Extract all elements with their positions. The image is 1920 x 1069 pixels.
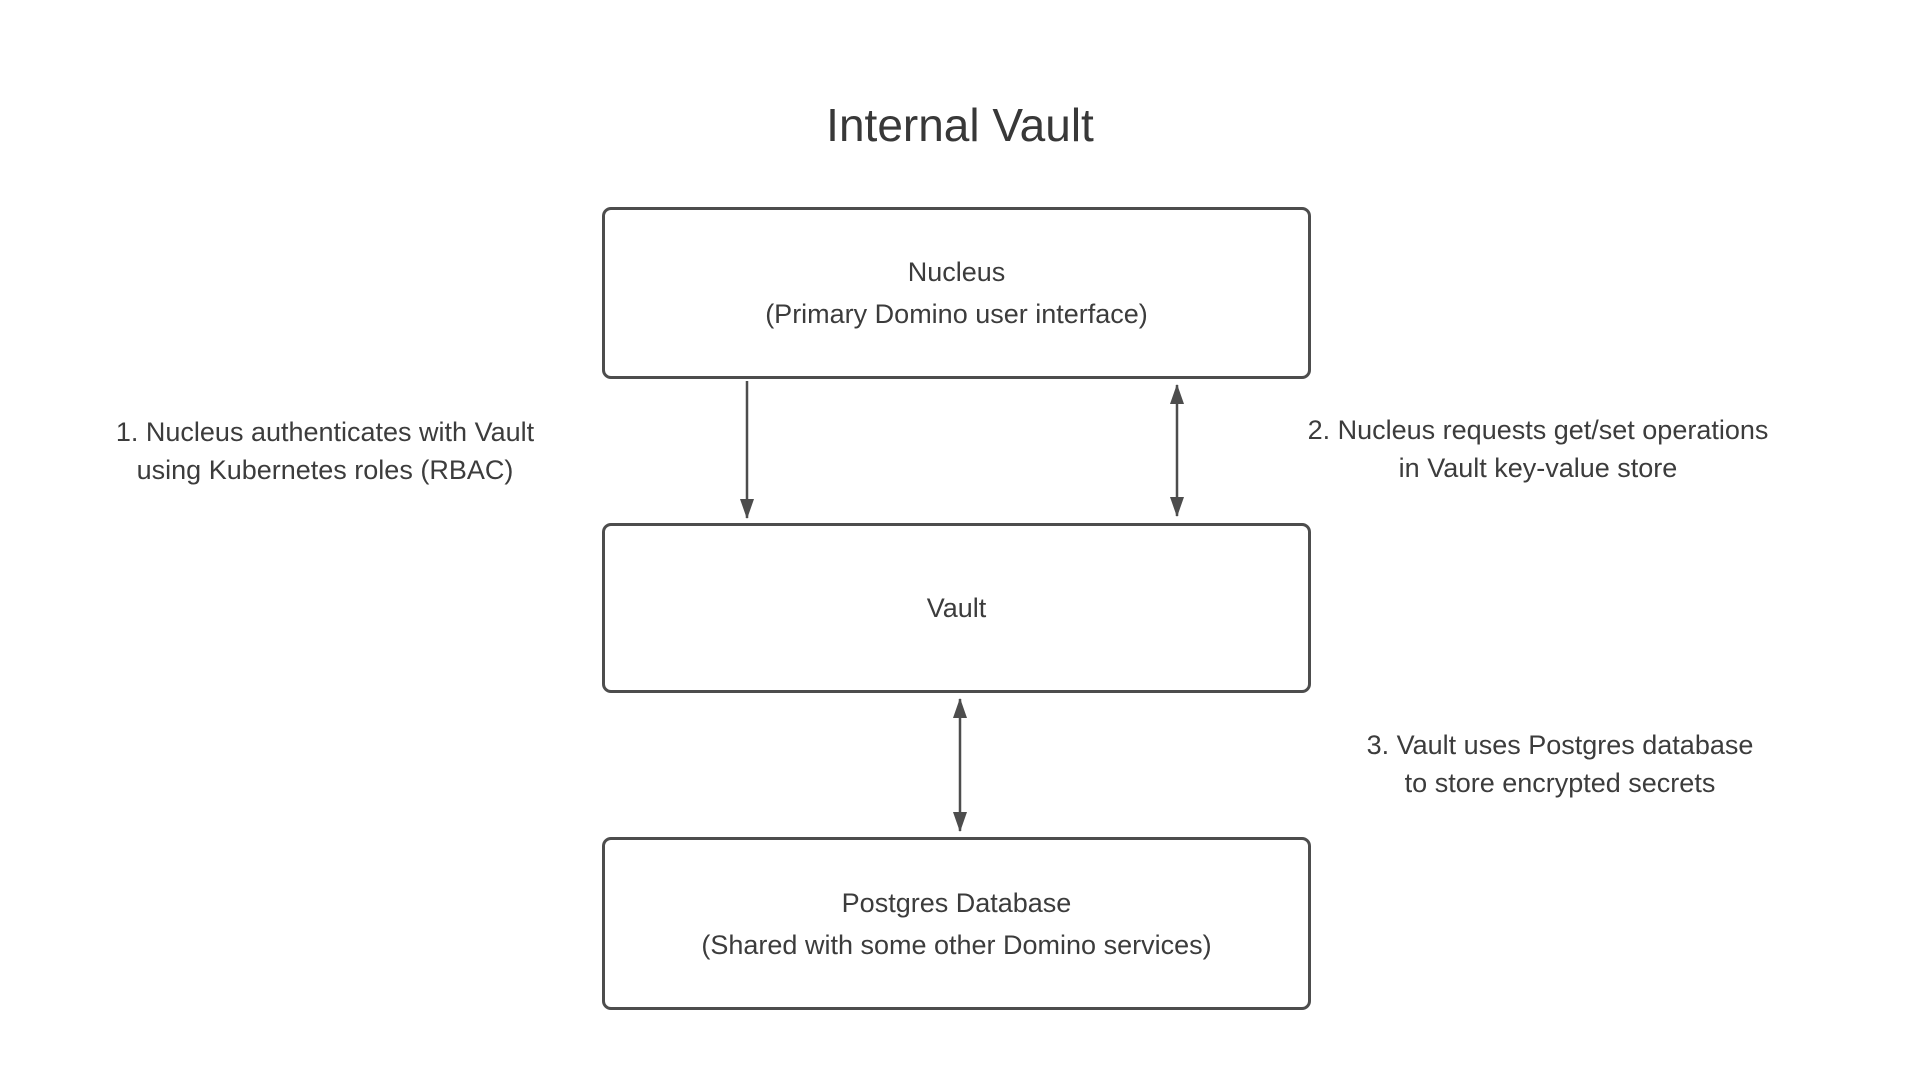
node-vault: Vault	[602, 523, 1311, 693]
node-nucleus: Nucleus (Primary Domino user interface)	[602, 207, 1311, 379]
node-postgres-sublabel: (Shared with some other Domino services)	[701, 929, 1212, 960]
annotation-2-getset: 2. Nucleus requests get/set operations i…	[1278, 411, 1798, 487]
annotation-3-line2: to store encrypted secrets	[1404, 768, 1716, 798]
node-postgres-label: Postgres Database	[841, 887, 1072, 918]
node-nucleus-label: Nucleus	[907, 257, 1006, 287]
diagram-title: Internal Vault	[826, 99, 1094, 151]
annotation-2-line2: in Vault key-value store	[1398, 453, 1678, 483]
annotation-3-line1: 3. Vault uses Postgres database	[1366, 730, 1754, 760]
annotation-1-line1: 1. Nucleus authenticates with Vault	[115, 417, 535, 447]
node-vault-label: Vault	[926, 593, 987, 623]
annotation-2-line1: 2. Nucleus requests get/set operations	[1307, 415, 1769, 445]
annotation-1-authenticate: 1. Nucleus authenticates with Vault usin…	[65, 413, 585, 489]
node-nucleus-sublabel: (Primary Domino user interface)	[765, 299, 1148, 329]
annotation-3-storage: 3. Vault uses Postgres database to store…	[1300, 726, 1820, 802]
annotation-1-line2: using Kubernetes roles (RBAC)	[136, 455, 514, 485]
node-postgres: Postgres Database (Shared with some othe…	[602, 837, 1311, 1010]
